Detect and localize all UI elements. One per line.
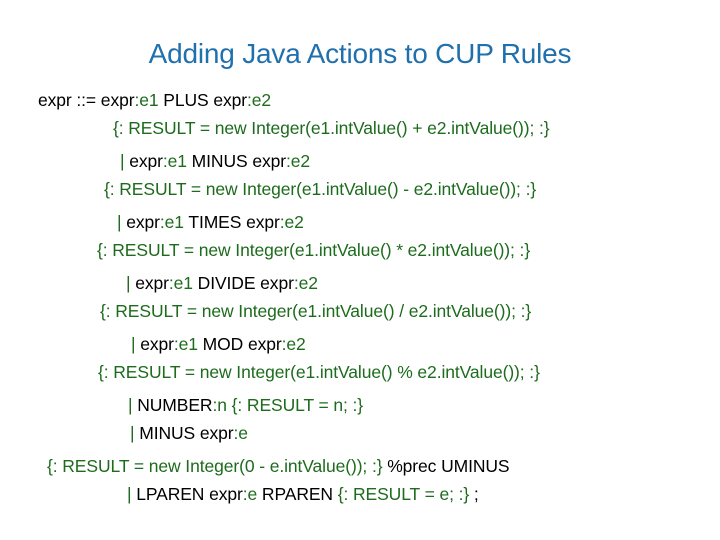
action-segment: :n (212, 395, 227, 415)
symbol-segment: expr (140, 334, 174, 354)
symbol-segment: expr (126, 212, 160, 232)
symbol-segment: RPAREN (257, 484, 338, 504)
action-segment: :e1 (168, 273, 193, 293)
action-segment: {: RESULT = new Integer(e1.intValue() * … (97, 240, 531, 260)
symbol-segment: expr (129, 151, 163, 171)
action-segment: :e1 (162, 151, 187, 171)
action-segment: {: RESULT = e; :} (337, 484, 470, 504)
line-divide-rule: | expr:e1 DIVIDE expr:e2 (0, 269, 720, 297)
symbol-segment: %prec UMINUS (382, 456, 510, 476)
action-segment: :e2 (293, 273, 318, 293)
action-segment: {: RESULT = new Integer(e1.intValue() - … (104, 179, 537, 199)
line-mod-action: {: RESULT = new Integer(e1.intValue() % … (0, 358, 720, 386)
grammar-rules-block: expr ::= expr:e1 PLUS expr:e2{: RESULT =… (0, 86, 720, 508)
action-segment: :e2 (281, 334, 306, 354)
symbol-segment: MINUS expr (139, 423, 234, 443)
action-segment: :e2 (285, 151, 310, 171)
line-times-rule: | expr:e1 TIMES expr:e2 (0, 208, 720, 236)
action-segment: :e2 (279, 212, 304, 232)
symbol-segment: expr (135, 273, 169, 293)
symbol-segment: DIVIDE expr (192, 273, 294, 293)
action-segment: | (126, 273, 136, 293)
action-segment: {: RESULT = new Integer(e1.intValue() + … (113, 118, 550, 138)
symbol-segment: ; (469, 484, 479, 504)
line-times-action: {: RESULT = new Integer(e1.intValue() * … (0, 236, 720, 264)
action-segment: | (130, 423, 140, 443)
line-minus-rule: | expr:e1 MINUS expr:e2 (0, 147, 720, 175)
symbol-segment: MINUS expr (186, 151, 286, 171)
action-segment: :e1 (173, 334, 198, 354)
action-segment: {: RESULT = new Integer(0 - e.intValue()… (47, 456, 383, 476)
action-segment: :e (233, 423, 249, 443)
action-segment: {: RESULT = new Integer(e1.intValue() % … (98, 362, 540, 382)
line-number-rule: | NUMBER:n {: RESULT = n; :} (0, 391, 720, 419)
action-segment: :e (242, 484, 258, 504)
line-plus-rule: expr ::= expr:e1 PLUS expr:e2 (0, 86, 720, 114)
line-plus-action: {: RESULT = new Integer(e1.intValue() + … (0, 114, 720, 142)
action-segment: {: RESULT = n; :} (231, 395, 364, 415)
symbol-segment: MOD expr (197, 334, 282, 354)
action-segment: | (120, 151, 130, 171)
action-segment: :e1 (159, 212, 184, 232)
action-segment: | (127, 484, 137, 504)
action-segment: | (131, 334, 141, 354)
action-segment: | (117, 212, 127, 232)
line-divide-action: {: RESULT = new Integer(e1.intValue() / … (0, 297, 720, 325)
line-minus-action: {: RESULT = new Integer(e1.intValue() - … (0, 175, 720, 203)
line-paren-rule: | LPAREN expr:e RPAREN {: RESULT = e; :}… (0, 480, 720, 508)
symbol-segment: NUMBER (137, 395, 213, 415)
line-uminus-rule: | MINUS expr:e (0, 419, 720, 447)
action-segment: {: RESULT = new Integer(e1.intValue() / … (100, 301, 532, 321)
action-segment: | (128, 395, 138, 415)
action-segment: :e1 (134, 90, 159, 110)
symbol-segment: TIMES expr (183, 212, 280, 232)
page-title: Adding Java Actions to CUP Rules (148, 38, 572, 69)
line-mod-rule: | expr:e1 MOD expr:e2 (0, 330, 720, 358)
symbol-segment: LPAREN expr (136, 484, 243, 504)
action-segment: :e2 (246, 90, 272, 110)
symbol-segment: PLUS expr (158, 90, 247, 110)
line-uminus-action: {: RESULT = new Integer(0 - e.intValue()… (0, 452, 720, 480)
symbol-segment: expr ::= expr (38, 90, 135, 110)
